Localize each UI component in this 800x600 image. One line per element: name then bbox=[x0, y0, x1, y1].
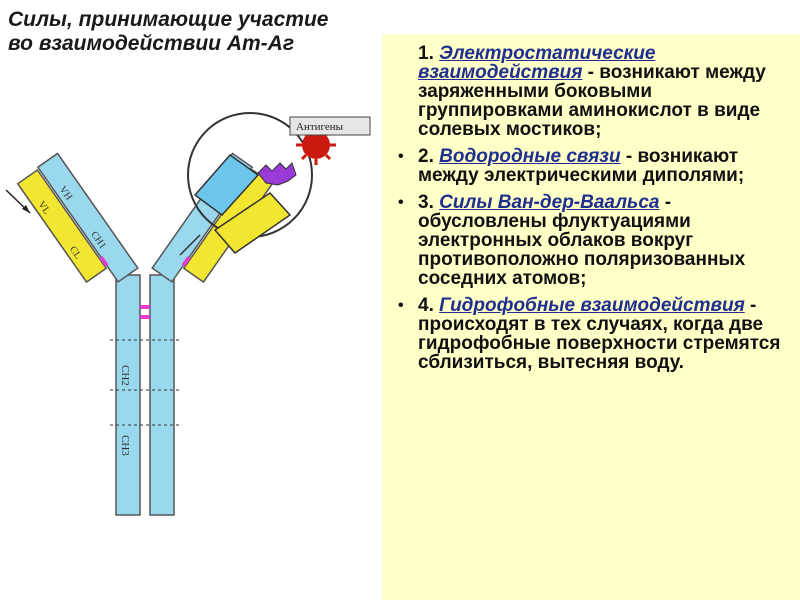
heavy-chain-right-stem bbox=[149, 274, 175, 516]
forces-panel: 1. Электростатические взаимодействия - в… bbox=[382, 34, 800, 600]
force-item-hydrophobic: • 4. Гидрофобные взаимодействия - происх… bbox=[398, 295, 781, 373]
force-term-link[interactable]: Электростатические взаимодействия bbox=[418, 43, 656, 83]
force-item-electrostatic: 1. Электростатические взаимодействия - в… bbox=[418, 43, 766, 140]
zoomed-heavy-domain bbox=[193, 153, 260, 217]
force-number: 4. bbox=[418, 295, 434, 316]
force-description: происходят в тех случаях, когда две гидр… bbox=[418, 314, 781, 373]
force-item-hydrogen: • 2. Водородные связи - возникают между … bbox=[398, 146, 745, 186]
force-number: 3. bbox=[418, 192, 434, 213]
heavy-chain-left-arm bbox=[36, 152, 139, 283]
force-term-link[interactable]: Силы Ван-дер-Ваальса bbox=[439, 192, 660, 213]
domain-ch2-label: CH2 bbox=[119, 365, 131, 386]
force-item-vanderwaals: • 3. Силы Ван-дер-Ваальса - обусловлены … bbox=[398, 192, 746, 289]
antigen-label: Антигены bbox=[296, 121, 344, 133]
hinge-bond bbox=[140, 305, 150, 309]
hinge-bond bbox=[140, 315, 150, 319]
antibody-diagram: CH2 CH3 VH CH1 VL CL bbox=[5, 112, 371, 516]
antigen-label-box bbox=[289, 116, 371, 136]
magnifier-connector bbox=[179, 234, 201, 256]
domain-ch3-label: CH3 bbox=[119, 435, 131, 456]
force-term-link[interactable]: Водородные связи bbox=[439, 146, 621, 167]
zoomed-light-domain bbox=[213, 192, 292, 254]
force-description: возникают между заряженными боковыми гру… bbox=[418, 62, 766, 140]
force-number: 2. bbox=[418, 146, 434, 167]
force-description: обусловлены флуктуациями электронных обл… bbox=[418, 211, 746, 289]
force-term-link[interactable]: Гидрофобные взаимодействия bbox=[439, 295, 745, 316]
force-description: возникают между электрическими диполями; bbox=[418, 146, 745, 186]
bullet-icon: • bbox=[398, 297, 404, 314]
force-number: 1. bbox=[418, 43, 434, 64]
heavy-chain-left-stem bbox=[115, 274, 141, 516]
forces-list: 1. Электростатические взаимодействия - в… bbox=[396, 44, 790, 372]
light-chain-left bbox=[16, 168, 108, 284]
slide-title: Силы, принимающие участие во взаимодейст… bbox=[8, 8, 329, 55]
bullet-icon: • bbox=[398, 194, 404, 211]
epitope-shape bbox=[257, 162, 297, 186]
bullet-icon: • bbox=[398, 148, 404, 165]
